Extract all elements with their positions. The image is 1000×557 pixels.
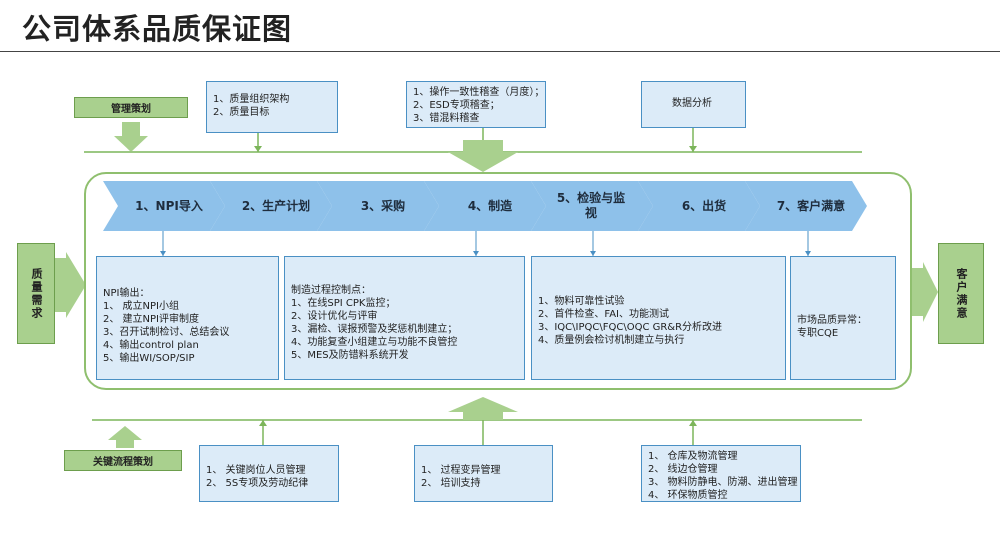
top-left-down-arrow xyxy=(114,122,148,152)
step-arrow-3 xyxy=(317,181,439,231)
title-divider xyxy=(0,51,1000,52)
box-line: 专职CQE xyxy=(797,328,839,339)
step-arrow-4 xyxy=(424,181,546,231)
box-line: 5、MES及防错料系统开发 xyxy=(291,350,409,361)
box-line: 4、输出control plan xyxy=(103,340,199,351)
middle-box-market-quality: 市场品质异常： 专职CQE xyxy=(790,256,896,380)
middle-box-manufacturing-control: 制造过程控制点： 1、在线SPI CPK监控； 2、设计优化与评审 3、漏检、误… xyxy=(284,256,525,380)
box-line: 2、设计优化与评审 xyxy=(291,311,378,322)
box-line: 2、首件检查、FAI、功能测试 xyxy=(538,309,669,320)
top-box-data-analysis: 数据分析 xyxy=(641,81,746,128)
step-arrow-1 xyxy=(103,181,225,231)
box-line: 3、IQC\IPQC\FQC\OQC GR&R分析改进 xyxy=(538,322,723,333)
right-output-arrow xyxy=(912,262,938,322)
bottom-box-warehouse: 1、 仓库及物流管理 2、 线边仓管理 3、 物料防静电、防潮、进出管理 4、 … xyxy=(641,445,801,502)
top-box-audit: 1、操作一致性稽查（月度）； 2、ESD专项稽查； 3、错混料稽查 xyxy=(406,81,546,128)
box-line: 2、 5S专项及劳动纪律 xyxy=(206,478,309,489)
box-line: 4、 环保物质管控 xyxy=(648,490,728,501)
box-line: 2、ESD专项稽查； xyxy=(413,100,500,111)
box-line: 市场品质异常： xyxy=(797,315,867,326)
box-line: 制造过程控制点： xyxy=(291,285,371,296)
box-line: 1、质量组织架构 xyxy=(213,94,290,105)
box-line: 5、输出WI/SOP/SIP xyxy=(103,353,195,364)
step-arrow-2 xyxy=(210,181,332,231)
box-line: 3、漏检、误报预警及奖惩机制建立； xyxy=(291,324,458,335)
key-process-planning-tag: 关键流程策划 xyxy=(64,450,182,471)
bottom-left-up-arrow xyxy=(108,426,142,448)
left-input-arrow xyxy=(55,252,86,318)
box-line: 2、 培训支持 xyxy=(421,478,481,489)
box-line: 2、 建立NPI评审制度 xyxy=(103,314,200,325)
box-line: 1、在线SPI CPK监控； xyxy=(291,298,396,309)
step-label-5: 5、检验与监视 xyxy=(545,181,627,231)
step-label-7: 7、客户满意 xyxy=(752,181,860,231)
box-line: 2、 线边仓管理 xyxy=(648,464,718,475)
step-text: 4、制造 xyxy=(467,198,513,213)
step-arrow-7 xyxy=(745,181,867,231)
bottom-center-up-arrow xyxy=(448,397,518,420)
box-line: 数据分析 xyxy=(672,98,712,109)
step-arrow-5 xyxy=(531,181,653,231)
box-line: NPI输出： xyxy=(103,288,150,299)
process-frame xyxy=(84,172,912,390)
top-center-down-arrow xyxy=(448,140,518,172)
step-label-3: 3、采购 xyxy=(324,181,432,231)
quality-demand-tag: 质量需求 xyxy=(17,243,55,344)
step-text: 2、生产计划 xyxy=(241,198,311,213)
box-line: 2、质量目标 xyxy=(213,107,270,118)
step-label-4: 4、制造 xyxy=(431,181,539,231)
bottom-box-personnel: 1、 关键岗位人员管理 2、 5S专项及劳动纪律 xyxy=(199,445,339,502)
step-arrow-6 xyxy=(638,181,760,231)
box-line: 3、召开试制检讨、总结会议 xyxy=(103,327,230,338)
management-planning-tag: 管理策划 xyxy=(74,97,188,118)
box-line: 1、 成立NPI小组 xyxy=(103,301,180,312)
step-label-1: 1、NPI导入 xyxy=(110,181,218,231)
box-line: 3、错混料稽查 xyxy=(413,113,480,124)
middle-box-npi-output: NPI输出： 1、 成立NPI小组 2、 建立NPI评审制度 3、召开试制检讨、… xyxy=(96,256,279,380)
step-text: 1、NPI导入 xyxy=(135,198,203,213)
box-line: 1、 仓库及物流管理 xyxy=(648,451,738,462)
box-line: 4、质量例会检讨机制建立与执行 xyxy=(538,335,685,346)
step-text: 5、检验与监视 xyxy=(556,191,626,220)
box-line: 1、物料可靠性试验 xyxy=(538,296,625,307)
step-text: 3、采购 xyxy=(360,198,406,213)
box-line: 1、 关键岗位人员管理 xyxy=(206,465,306,476)
box-line: 3、 物料防静电、防潮、进出管理 xyxy=(648,477,798,488)
customer-satisfaction-tag: 客户满意 xyxy=(938,243,984,344)
box-line: 1、 过程变异管理 xyxy=(421,465,501,476)
top-box-quality-org: 1、质量组织架构 2、质量目标 xyxy=(206,81,338,133)
middle-box-inspection: 1、物料可靠性试验 2、首件检查、FAI、功能测试 3、IQC\IPQC\FQC… xyxy=(531,256,786,380)
step-text: 6、出货 xyxy=(681,198,727,213)
step-text: 7、客户满意 xyxy=(776,198,846,213)
page-title: 公司体系品质保证图 xyxy=(22,12,293,46)
box-line: 1、操作一致性稽查（月度）； xyxy=(413,87,545,98)
step-label-6: 6、出货 xyxy=(645,181,753,231)
bottom-box-process-variation: 1、 过程变异管理 2、 培训支持 xyxy=(414,445,553,502)
step-label-2: 2、生产计划 xyxy=(217,181,325,231)
box-line: 4、功能复查小组建立与功能不良管控 xyxy=(291,337,458,348)
